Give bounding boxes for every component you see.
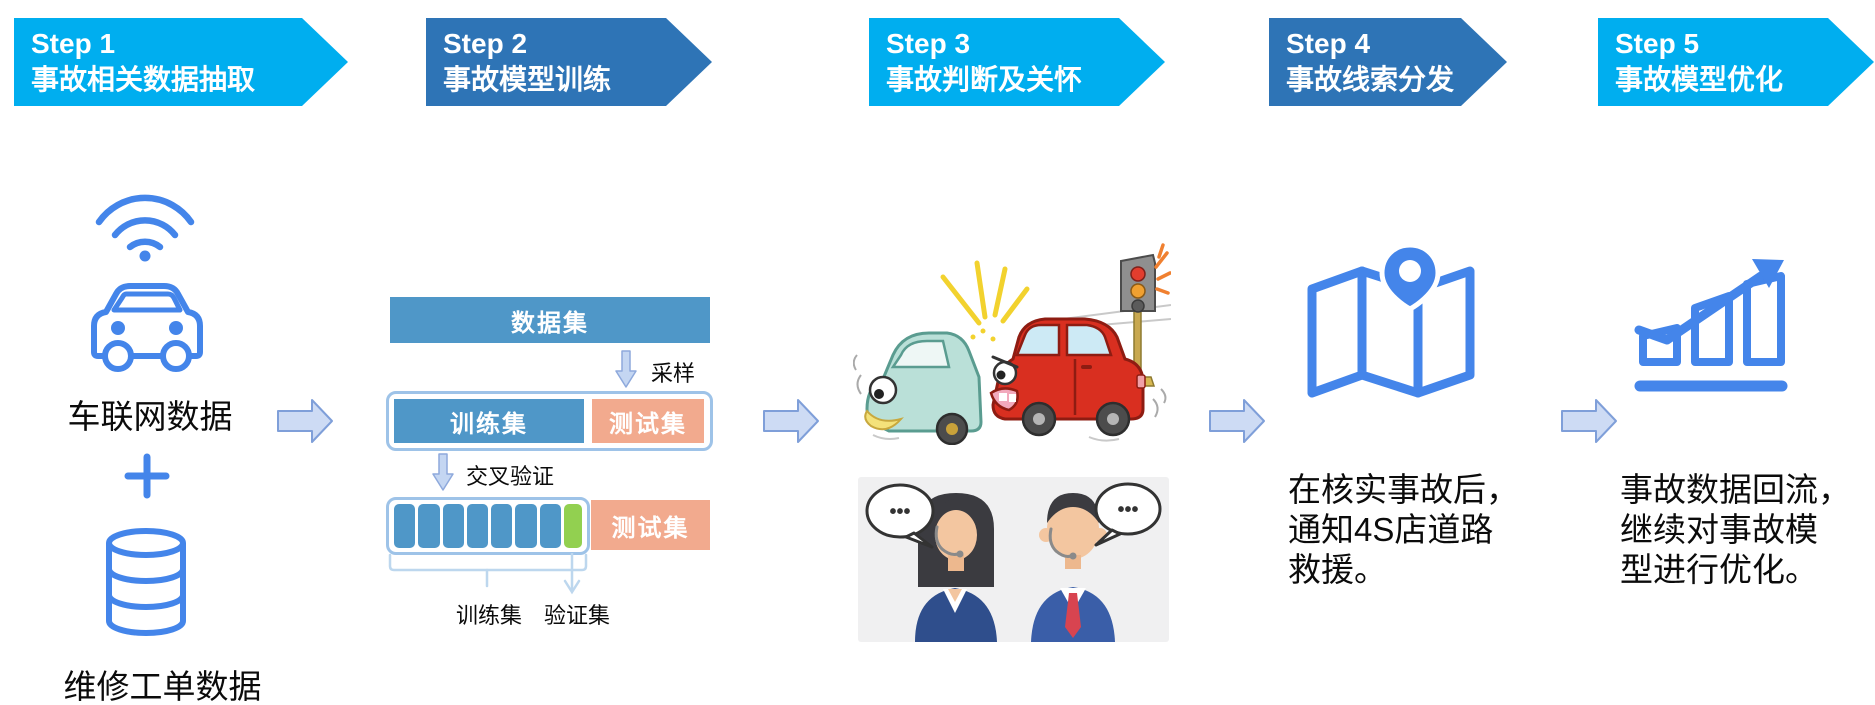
flow-arrow-1 — [277, 399, 333, 443]
training-fold-block — [466, 504, 489, 548]
car-icon — [91, 283, 203, 372]
sampling-down-arrow-icon — [615, 350, 637, 388]
step2-chevron: Step 2 事故模型训练 — [426, 18, 712, 106]
step1-chevron: Step 1 事故相关数据抽取 — [14, 18, 348, 106]
female-agent — [915, 493, 997, 642]
sampling-label: 采样 — [651, 361, 696, 386]
training-fold-block — [515, 504, 537, 548]
validation-fold-block — [563, 504, 582, 548]
dataset-bar: 数据集 — [390, 297, 710, 343]
flow-arrow-4 — [1561, 399, 1617, 443]
training-fold-block — [539, 504, 561, 548]
collision-burst — [940, 260, 1030, 326]
traffic-light-housing — [1120, 253, 1156, 312]
training-validation-annotation — [388, 553, 588, 595]
step5-chevron: Step 5 事故模型优化 — [1598, 18, 1874, 106]
red-car — [989, 317, 1146, 437]
right-speech-dots: ••• — [1117, 499, 1138, 521]
cv-test-set-bar: 测试集 — [591, 500, 710, 550]
training-fold-block — [491, 504, 513, 548]
cv-validation-set-label: 验证集 — [543, 603, 610, 628]
database-icon — [106, 528, 186, 636]
left-speech-dots: ••• — [889, 501, 910, 523]
repair-order-data-label: 维修工单数据 — [63, 668, 262, 705]
teal-car — [864, 331, 983, 445]
step4-label: Step 4 — [1286, 28, 1371, 59]
training-fold-block — [394, 504, 416, 548]
cross-validation-blocks-container — [386, 497, 590, 555]
step3-chevron: Step 3 事故判断及关怀 — [869, 18, 1165, 106]
step1-title: 事故相关数据抽取 — [31, 64, 256, 95]
train-test-container: 训练集 测试集 — [386, 391, 713, 451]
training-fold-block — [418, 504, 440, 548]
cross-validation-down-arrow-icon — [432, 453, 454, 491]
training-set-bar: 训练集 — [394, 399, 584, 443]
cross-validation-label: 交叉验证 — [466, 464, 555, 489]
step3-title: 事故判断及关怀 — [886, 64, 1083, 95]
left-speech-bubble: ••• — [865, 483, 935, 549]
step1-label: Step 1 — [31, 28, 116, 59]
flow-arrow-3 — [1209, 399, 1265, 443]
traffic-light-amber — [1130, 283, 1146, 299]
telematics-data-label: 车联网数据 — [67, 398, 233, 435]
signal-flash — [1154, 243, 1171, 295]
map-location-icon — [1307, 243, 1475, 398]
rising-chart-icon — [1634, 259, 1788, 392]
plus-icon — [124, 453, 170, 499]
step2-label: Step 2 — [443, 28, 528, 59]
fold-blocks — [389, 500, 587, 552]
step5-description: 事故数据回流， 继续对事故模 型进行优化。 — [1620, 471, 1851, 588]
traffic-light-red — [1130, 266, 1146, 282]
step4-description: 在核实事故后， 通知4S店道路 救援。 — [1288, 471, 1519, 588]
cv-training-set-label: 训练集 — [455, 603, 522, 628]
wifi-icon — [95, 194, 195, 262]
male-agent — [1031, 493, 1115, 642]
step2-title: 事故模型训练 — [443, 64, 612, 95]
step5-title: 事故模型优化 — [1615, 64, 1784, 95]
car-crash-illustration — [853, 243, 1171, 445]
flow-arrow-2 — [763, 399, 819, 443]
traffic-light-off — [1131, 299, 1145, 313]
step5-label: Step 5 — [1615, 28, 1700, 59]
test-set-bar: 测试集 — [592, 399, 704, 443]
right-speech-bubble: ••• — [1094, 482, 1162, 547]
step3-label: Step 3 — [886, 28, 971, 59]
call-center-agents-illustration: ••• ••• — [858, 477, 1169, 642]
step4-chevron: Step 4 事故线索分发 — [1269, 18, 1507, 106]
training-fold-block — [442, 504, 464, 548]
step4-title: 事故线索分发 — [1286, 64, 1455, 95]
